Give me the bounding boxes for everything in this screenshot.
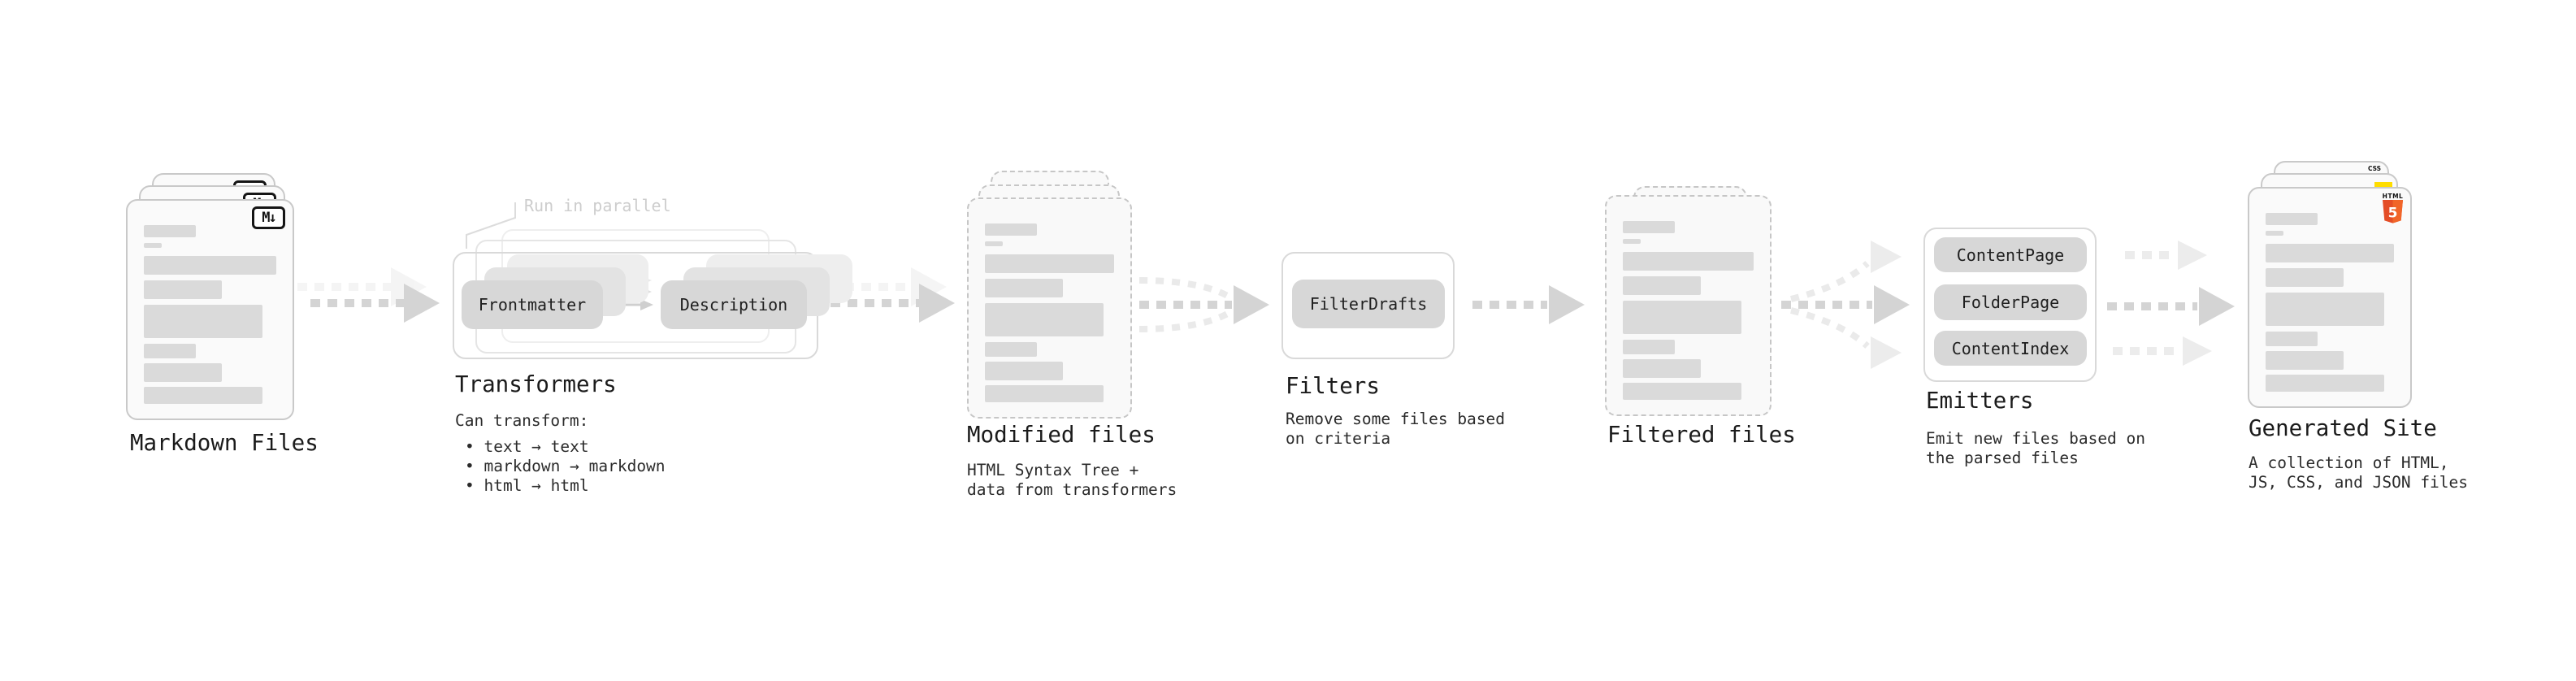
contentindex-pill: ContentIndex: [1934, 331, 2087, 366]
arrow-filtered-to-emitters: [1781, 241, 1910, 369]
skeleton-text-bar: [1623, 252, 1754, 271]
bottom-arrow-head-icon: [2183, 336, 2212, 366]
converge-top-curve: [1138, 277, 1234, 301]
bullet-item: • text → text: [465, 437, 589, 456]
arrow-markdown-to-transformers: [297, 267, 440, 323]
annotation-leader-line: [466, 202, 516, 249]
skeleton-text-bar: [1623, 383, 1741, 400]
arrow-head-icon: [404, 284, 440, 323]
description-pill: Description: [661, 280, 807, 329]
html5-icon: HTML 5: [2382, 193, 2404, 228]
skeleton-text-bar: [1623, 359, 1701, 378]
markdown-doc-front: M↓: [126, 199, 294, 420]
skeleton-text-bar: [2266, 332, 2318, 346]
skeleton-text-bar: [985, 342, 1037, 357]
emitters-title: Emitters: [1926, 388, 2034, 414]
skeleton-text-bar: [985, 241, 1003, 246]
skeleton-text-bar: [985, 223, 1037, 236]
frontmatter-pill: Frontmatter: [462, 280, 603, 329]
skeleton-text-bar: [144, 305, 262, 338]
run-in-parallel-annotation: Run in parallel: [524, 196, 671, 215]
converge-bottom-curve: [1138, 308, 1234, 332]
transformers-title: Transformers: [455, 371, 617, 397]
arrow-head-icon: [2199, 287, 2235, 326]
skeleton-text-bar: [1623, 276, 1701, 295]
transformers-description: Can transform:: [455, 411, 589, 430]
filtered-doc-front: [1605, 195, 1772, 416]
skeleton-text-bar: [144, 344, 196, 358]
arrow-head-icon: [1549, 285, 1585, 324]
markdown-files-title: Markdown Files: [130, 430, 319, 456]
transformers-bullet-list: • text → text • markdown → markdown • ht…: [465, 437, 666, 496]
arrow-emitters-to-generated: [2107, 241, 2235, 366]
skeleton-text-bar: [144, 363, 222, 382]
modified-files-title: Modified files: [967, 422, 1156, 448]
skeleton-text-bar: [1623, 340, 1675, 354]
fan-bottom-curve: [1790, 307, 1870, 349]
skeleton-text-bar: [985, 279, 1063, 297]
arrow-head-icon: [1874, 285, 1910, 324]
arrow-modified-to-filters: [1138, 277, 1269, 332]
skeleton-text-bar: [1623, 301, 1741, 334]
filtered-files-title: Filtered files: [1607, 422, 1796, 448]
filters-title: Filters: [1286, 373, 1380, 399]
skeleton-text-bar: [2266, 244, 2394, 262]
modified-doc-front: [967, 197, 1132, 419]
filters-description: Remove some files based on criteria: [1286, 410, 1506, 448]
skeleton-text-bar: [1623, 239, 1641, 244]
arrow-transformers-to-modified: [827, 267, 955, 323]
skeleton-text-bar: [2266, 213, 2318, 225]
skeleton-text-bar: [2266, 231, 2283, 236]
skeleton-text-bar: [2266, 268, 2344, 287]
folderpage-pill: FolderPage: [1934, 284, 2087, 320]
skeleton-text-bar: [985, 303, 1104, 336]
markdown-icon: M↓: [252, 206, 285, 229]
fan-bottom-head-icon: [1871, 336, 1902, 369]
bullet-item: • markdown → markdown: [465, 457, 666, 475]
svg-text:5: 5: [2388, 206, 2398, 222]
skeleton-text-bar: [985, 385, 1104, 402]
skeleton-text-bar: [144, 387, 262, 404]
skeleton-text-bar: [144, 256, 276, 275]
skeleton-text-bar: [2266, 351, 2344, 370]
skeleton-text-bar: [144, 225, 196, 237]
arrow-filters-to-filtered: [1472, 285, 1585, 324]
top-arrow-head-icon: [2178, 241, 2207, 270]
generated-doc-front: HTML 5: [2248, 187, 2412, 408]
arrow-head-icon: [1234, 285, 1269, 324]
arrow-head-icon: [919, 284, 955, 323]
skeleton-text-bar: [2266, 293, 2384, 326]
generated-site-title: Generated Site: [2249, 415, 2437, 441]
skeleton-text-bar: [985, 254, 1114, 273]
emitters-description: Emit new files based on the parsed files: [1926, 429, 2146, 467]
skeleton-text-bar: [144, 280, 222, 299]
skeleton-text-bar: [2266, 375, 2384, 392]
skeleton-text-bar: [1623, 221, 1675, 233]
bullet-item: • html → html: [465, 476, 589, 495]
fan-top-head-icon: [1871, 241, 1902, 273]
skeleton-text-bar: [144, 243, 162, 248]
skeleton-text-bar: [985, 362, 1063, 380]
fan-top-curve: [1790, 261, 1870, 302]
contentpage-pill: ContentPage: [1934, 237, 2087, 272]
filterdrafts-pill: FilterDrafts: [1292, 280, 1445, 328]
generated-site-description: A collection of HTML, JS, CSS, and JSON …: [2249, 453, 2469, 492]
modified-files-description: HTML Syntax Tree + data from transformer…: [967, 461, 1177, 499]
